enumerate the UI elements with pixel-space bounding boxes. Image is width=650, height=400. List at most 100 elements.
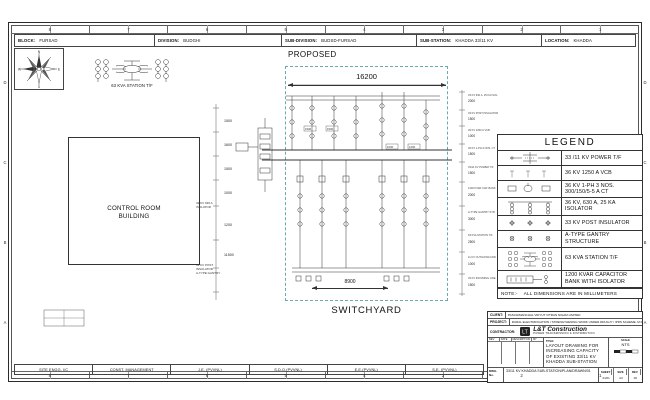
ruler-cell: 8 — [11, 25, 90, 33]
scale-bar-icon — [613, 349, 638, 354]
ruler-label: 6 — [205, 373, 209, 378]
ruler-label: 7 — [127, 27, 130, 32]
signature-cell: J.E. (PVVNL) — [171, 365, 250, 374]
compass-rose-icon: N S W E — [18, 50, 60, 89]
drawing-title-text: LAYOUT DRAWING FOR INCREASING CAPACITY O… — [546, 343, 599, 365]
title-block-main-row: REV DATE DESCRIPTION BY TITLE: LAYOUT DR… — [488, 338, 642, 368]
station-transformer-label: 63 KVA STATION T/F — [111, 83, 153, 88]
power-transformer-symbol-icon — [498, 151, 562, 165]
revision-col-by: BY — [533, 338, 537, 341]
legend-text: 36 KV 1250 A VCB — [565, 169, 612, 176]
legend-text: A-TYPE GANTRY STRUCTURE — [565, 232, 610, 245]
scale-value: NTS — [621, 342, 630, 347]
header-value: KHADDA — [573, 38, 592, 43]
svg-text:LT: LT — [522, 330, 528, 336]
ruler-cell: 5 — [247, 372, 326, 379]
ruler-cell: 1 — [561, 25, 639, 33]
title-block-contractor-row: CONTRACTOR: LT L&T Construction POWER TR… — [488, 326, 642, 338]
control-room-line-1: CONTROL ROOM — [107, 205, 161, 212]
control-room-building-label: CONTROL ROOM BUILDING — [68, 205, 200, 221]
ruler-label: 4 — [363, 27, 366, 32]
signature-cell: S.D.O.(PVVNL) — [250, 365, 328, 374]
ruler-label: 2 — [520, 27, 523, 32]
rev-value: 00 — [633, 375, 637, 380]
svg-text:E: E — [58, 68, 60, 72]
dwg-no-label: DWG. No. — [488, 367, 504, 382]
vcb-symbol-icon — [498, 166, 562, 180]
revision-col-date: DATE — [500, 338, 512, 341]
signature-cell: SITE ENGG. I/C — [15, 365, 94, 374]
bottom-reference-ruler: 8 7 6 5 4 3 2 1 — [11, 371, 639, 379]
header-key: BLOCK: — [18, 38, 36, 43]
scale-label: SCALE — [621, 339, 630, 342]
side-ref-a-right: A — [643, 320, 647, 325]
header-key: LOCATION: — [545, 38, 570, 43]
legend-note: NOTE:- ALL DIMENSIONS ARE IN MILLIMETERS — [498, 287, 642, 298]
side-ref-d: D — [3, 80, 7, 85]
legend-row: 1200 KVAR CAPACITOR BANK WITH ISOLATOR — [498, 270, 642, 288]
header-key: SUB-STATION: — [420, 38, 452, 43]
legend-note-label: NOTE:- — [501, 290, 518, 296]
client-label: CLIENT: — [488, 312, 506, 318]
ruler-label: 6 — [205, 27, 209, 32]
inner-dimension-line — [312, 288, 388, 289]
overall-dimension-line — [288, 85, 446, 86]
title-block: CLIENT: PASCHIMANCHAL VIDYUT VITRAN NIGA… — [487, 311, 643, 383]
side-ref-b-right: B — [643, 240, 647, 245]
contractor-name: L&T Construction — [533, 326, 588, 334]
contractor-division: POWER TRANSMISSION & DISTRIBUTION — [533, 332, 595, 336]
side-ref-a: A — [3, 320, 7, 325]
control-room-building-block — [68, 137, 200, 265]
overall-dimension-label: 16200 — [356, 72, 377, 81]
revision-header: REV DATE DESCRIPTION BY — [488, 338, 543, 342]
header-field-subdivision: SUB-DIVISION: BUDSD-FURSAD — [282, 35, 417, 46]
revision-col-rev: REV — [488, 338, 500, 341]
svg-text:W: W — [18, 68, 21, 72]
station-transformer-symbol-icon — [95, 59, 169, 82]
legend-title: LEGEND — [498, 135, 642, 151]
ruler-cell: 3 — [404, 25, 483, 33]
proposed-label: PROPOSED — [288, 50, 337, 59]
legend-row: 36 KV 1250 A VCB — [498, 166, 642, 181]
side-ref-c: C — [3, 160, 7, 165]
ruler-label: 5 — [284, 27, 287, 32]
dwg-no-value: 33/11 KV KHADDA SUB-STATION/PLAN/DRAWN/0… — [506, 368, 591, 373]
approval-signature-strip: SITE ENGG. I/C CONST. MANAGEMENT J.E. (P… — [14, 364, 484, 375]
header-value: BUDSD-FURSAD — [321, 38, 357, 43]
revision-cell — [516, 342, 530, 364]
ruler-label: 4 — [363, 373, 366, 378]
switchyard-label: SWITCHYARD — [331, 305, 402, 316]
lt-logo-icon: LT — [520, 327, 531, 336]
contractor-label: CONTRACTOR: — [490, 329, 516, 334]
scale-cell: SCALE NTS — [608, 338, 642, 367]
sheet-label: SHEET — [601, 368, 613, 375]
legend-text: 33 KV POST INSULATOR — [565, 219, 630, 226]
post-insulator-symbol-icon — [498, 215, 562, 230]
ruler-label: 3 — [441, 27, 445, 32]
project-label: PROJECT: — [488, 319, 510, 325]
sheet-value: 01/01 — [602, 375, 610, 380]
ruler-cell: 7 — [90, 372, 169, 379]
title-block-project-row: PROJECT: RURAL ELECTRIFICATION / STRENGT… — [488, 319, 642, 326]
current-transformer-symbol-icon — [498, 181, 562, 197]
revision-cell — [530, 342, 543, 364]
legend-note-text: ALL DIMENSIONS ARE IN MILLIMETERS — [523, 290, 618, 296]
drawing-title-label: TITLE: — [546, 340, 555, 343]
revision-col-desc: DESCRIPTION — [512, 338, 533, 341]
legend-text: 36 KV, 630 A, 25 KA ISOLATOR — [565, 199, 616, 213]
control-room-line-2: BUILDING — [118, 213, 150, 220]
header-value: FURSAD — [39, 38, 58, 43]
legend-row: 36 KV, 630 A, 25 KA ISOLATOR — [498, 197, 642, 216]
legend-row: 36 KV 1-PH 3 NOS. 300/150/5-5 A CT — [498, 181, 642, 198]
legend-text: 63 KVA STATION T/F — [565, 255, 618, 262]
revision-body — [488, 342, 543, 364]
revision-cell — [488, 342, 502, 364]
revision-cell — [502, 342, 516, 364]
isolator-symbol-icon — [498, 197, 562, 215]
ruler-cell: 5 — [247, 25, 326, 33]
size-value: A3 — [619, 375, 623, 380]
gantry-structure-symbol-icon — [498, 230, 562, 247]
header-value: BUDGHI — [183, 38, 201, 43]
ruler-label: 2 — [520, 373, 523, 378]
legend-text: 1200 KVAR CAPACITOR BANK WITH ISOLATOR — [565, 272, 628, 285]
